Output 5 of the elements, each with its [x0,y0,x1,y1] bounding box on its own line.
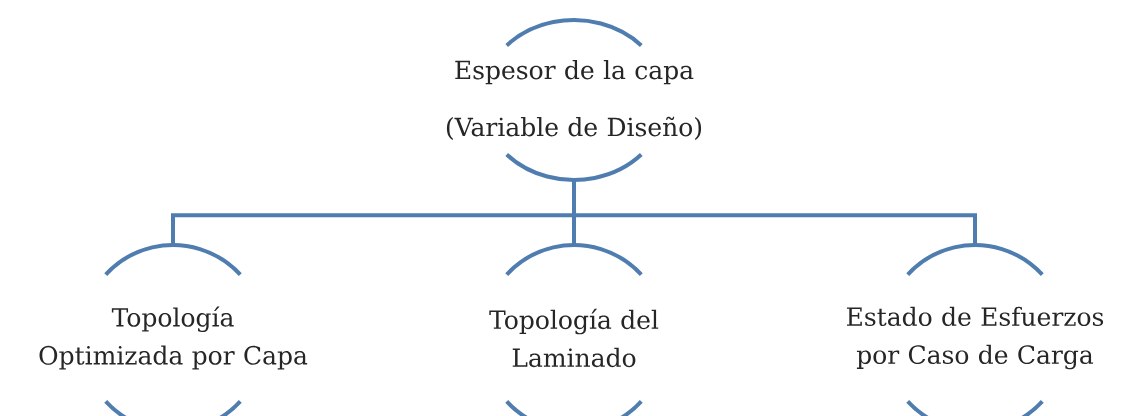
circle-node: Topología Optimizada por Capa [39,243,308,416]
circle-node: Espesor de la capa (Variable de Diseño) [446,18,702,182]
circle-node: Estado de Esfuerzos por Caso de Carga [847,243,1104,416]
circle-node: Topología del Laminado [489,243,659,416]
connector-line [572,180,977,245]
